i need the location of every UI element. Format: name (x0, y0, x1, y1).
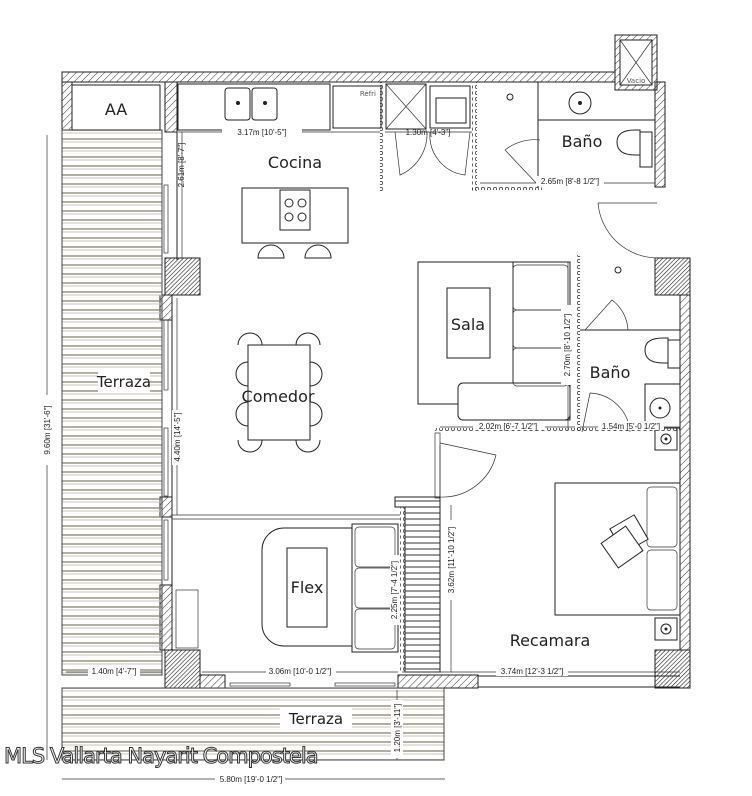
watermark: MLS Vallarta Nayarit Compostela (4, 744, 320, 769)
label-comedor: Comedor (242, 387, 315, 406)
dim-terrace-left-width: 1.40m [4'-7"] (92, 667, 137, 676)
label-recamara: Recamara (510, 631, 591, 650)
stairs (172, 496, 441, 673)
label-refri: Refri (360, 90, 376, 98)
dim-kitchen-depth: 2.61m [8'-7"] (177, 143, 186, 188)
label-terraza-bottom: Terraza (288, 710, 343, 728)
vent-shaft: Vacio (614, 34, 658, 91)
dim-bath-top-width: 2.65m [8'-8 1/2"] (541, 177, 599, 186)
dim-flex-width: 3.06m [10'-0 1/2"] (269, 667, 332, 676)
label-bano-top: Baño (562, 132, 603, 151)
label-sala: Sala (451, 315, 485, 334)
label-aa: AA (105, 100, 127, 119)
label-flex: Flex (291, 578, 324, 597)
terrace-left: AA Terraza (61, 84, 163, 676)
dim-bedroom-depth: 3.62m [11'-10 1/2"] (447, 527, 456, 593)
dim-total-depth: 9.60m [31'-6"] (43, 405, 52, 454)
bedroom: Recamara (510, 427, 681, 650)
dim-laundry-width: 1.30m [4'-3"] (406, 128, 451, 137)
terrace-bottom: Terraza (61, 687, 445, 761)
dim-terrace-bottom-depth: 1.20m [3'-11"] (393, 704, 402, 753)
label-vacio: Vacio (627, 77, 646, 85)
label-bano-right: Baño (590, 363, 631, 382)
label-terraza-left: Terraza (96, 373, 151, 391)
dim-sala-depth: 2.70m [8'-10 1/2"] (563, 314, 572, 377)
dim-bedroom-width: 3.74m [12'-3 1/2"] (501, 667, 564, 676)
dim-dining-depth: 4.40m [14'-5"] (173, 412, 182, 461)
dim-bath-right-width: 1.54m [5'-0 1/2"] (602, 422, 660, 431)
label-cocina: Cocina (268, 153, 322, 172)
bathroom-right: Baño (434, 255, 681, 499)
dimension-lines: 3.17m [10'-5"] 1.30m [4'-3"] 2.65m [8'-8… (40, 127, 680, 784)
bathroom-top: Baño (504, 82, 658, 259)
dim-flex-depth: 2.25m [7'-4 1/2"] (390, 561, 399, 619)
flex-room: Flex (175, 523, 399, 653)
kitchen: Refri Cocina (177, 82, 542, 259)
dim-terrace-bottom-width: 5.80m [19'-0 1/2"] (220, 775, 283, 784)
dim-sala-width: 2.02m [6'-7 1/2"] (479, 422, 537, 431)
living-room: Sala (417, 261, 571, 421)
dining: Comedor (235, 332, 323, 453)
dim-kitchen-width: 3.17m [10'-5"] (237, 128, 286, 137)
walls (61, 71, 691, 689)
